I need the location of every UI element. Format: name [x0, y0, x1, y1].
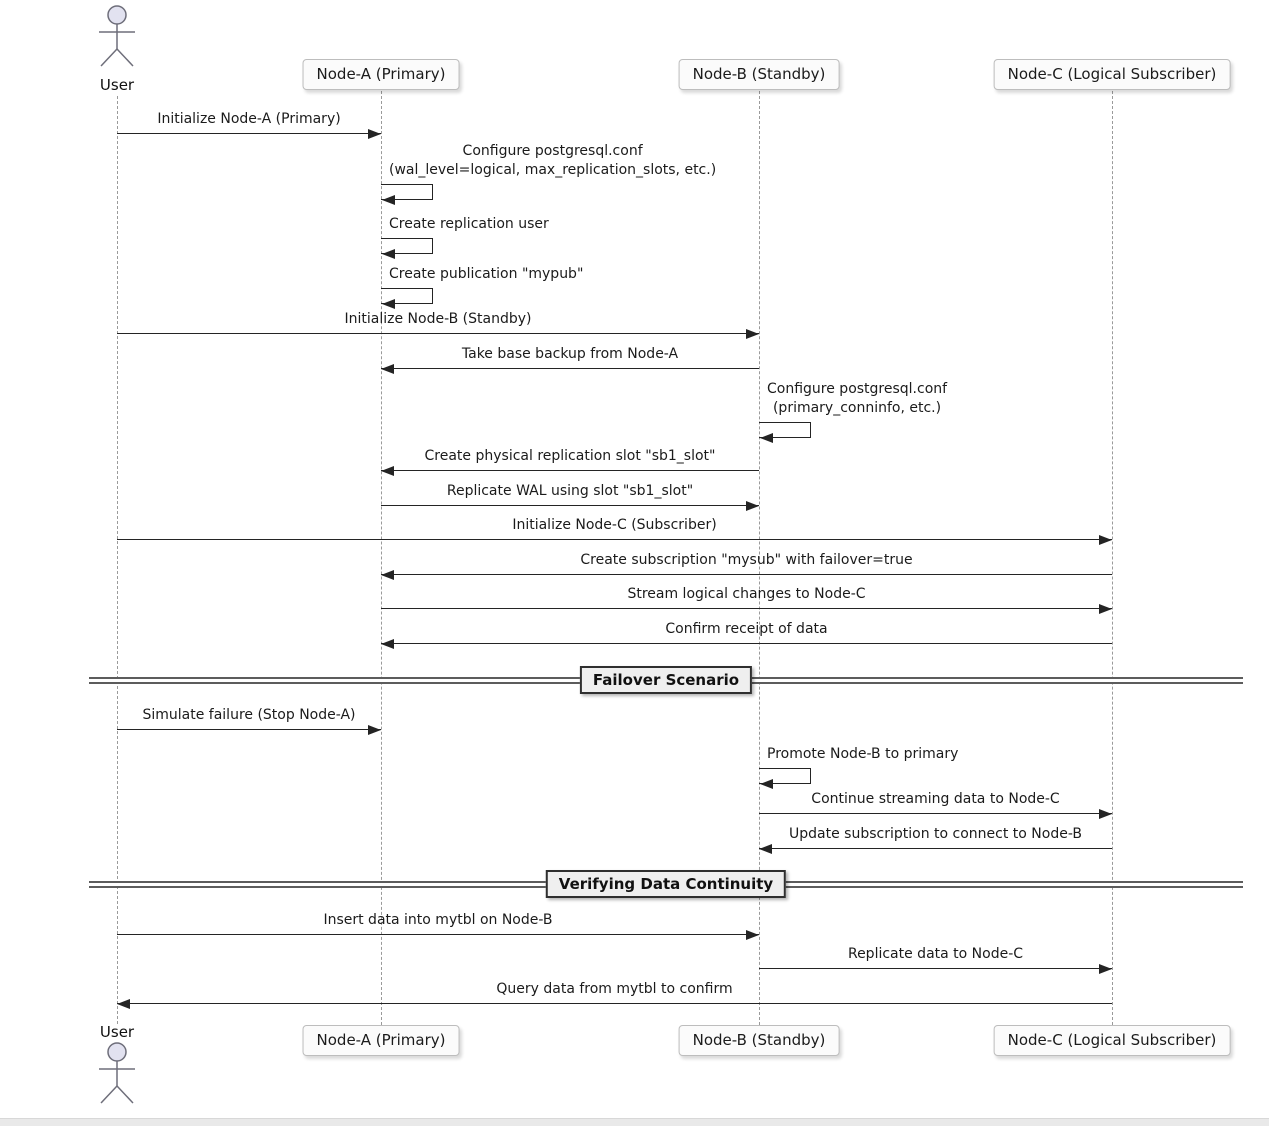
message-label: Replicate data to Node-C	[847, 946, 1024, 962]
lifeline-node-a	[381, 91, 382, 1025]
message-line	[117, 333, 759, 334]
participant-node-c-bottom: Node-C (Logical Subscriber)	[993, 1025, 1231, 1056]
self-message-line	[759, 437, 811, 438]
message-arrowhead	[1099, 604, 1112, 614]
message-arrowhead	[117, 999, 130, 1009]
message-arrowhead	[746, 501, 759, 511]
participant-node-b-top: Node-B (Standby)	[678, 59, 840, 90]
self-message-line	[432, 184, 433, 199]
message-line	[381, 608, 1112, 609]
message-arrowhead	[746, 329, 759, 339]
message-line	[759, 968, 1112, 969]
message-label: Confirm receipt of data	[665, 621, 828, 637]
self-message-label: Promote Node-B to primary	[767, 745, 958, 764]
self-message-arrowhead	[760, 433, 773, 443]
self-message-line	[381, 238, 433, 239]
message-arrowhead	[1099, 964, 1112, 974]
self-message-line	[381, 288, 433, 289]
message-label: Take base backup from Node-A	[461, 346, 679, 362]
self-message-label: Configure postgresql.conf (wal_level=logi…	[389, 142, 716, 180]
message-label: Stream logical changes to Node-C	[627, 586, 866, 602]
self-message-line	[759, 783, 811, 784]
self-message-arrowhead	[382, 249, 395, 259]
participant-node-a-bottom: Node-A (Primary)	[302, 1025, 460, 1056]
message-arrowhead	[381, 364, 394, 374]
user-actor-icon	[95, 1042, 139, 1110]
message-line	[117, 729, 381, 730]
self-message-label-line: Configure postgresql.conf	[767, 381, 948, 397]
message-arrowhead	[1099, 535, 1112, 545]
self-message-line	[810, 768, 811, 783]
message-label: Insert data into mytbl on Node-B	[323, 912, 553, 928]
lifeline-user	[117, 96, 118, 1024]
self-message-line	[381, 253, 433, 254]
message-label: Simulate failure (Stop Node-A)	[142, 707, 356, 723]
message-label: Initialize Node-C (Subscriber)	[512, 517, 717, 533]
self-message-label-line: Promote Node-B to primary	[767, 746, 959, 762]
message-line	[381, 643, 1112, 644]
lifeline-node-c	[1112, 91, 1113, 1025]
message-arrowhead	[381, 570, 394, 580]
message-label: Query data from mytbl to confirm	[496, 981, 733, 997]
message-line	[117, 133, 381, 134]
message-label: Create physical replication slot "sb1_sl…	[424, 448, 716, 464]
message-line	[117, 1003, 1112, 1004]
message-line	[117, 539, 1112, 540]
message-line	[759, 848, 1112, 849]
self-message-line	[759, 422, 811, 423]
actor-label-user-top: User	[99, 76, 135, 94]
self-message-line	[432, 288, 433, 303]
self-message-arrowhead	[760, 779, 773, 789]
lifeline-node-b	[759, 91, 760, 1025]
self-message-label: Create publication "mypub"	[389, 265, 583, 284]
message-line	[381, 505, 759, 506]
self-message-line	[381, 303, 433, 304]
divider-label: Verifying Data Continuity	[545, 870, 787, 898]
divider-label: Failover Scenario	[579, 666, 753, 694]
window-bottom-edge	[0, 1118, 1269, 1126]
message-label: Create subscription "mysub" with failove…	[580, 552, 913, 568]
message-label: Update subscription to connect to Node-B	[789, 826, 1082, 842]
message-label: Initialize Node-B (Standby)	[344, 311, 532, 327]
participant-node-a-top: Node-A (Primary)	[302, 59, 460, 90]
message-line	[759, 813, 1112, 814]
self-message-line	[381, 199, 433, 200]
message-arrowhead	[381, 466, 394, 476]
self-message-label-line: Configure postgresql.conf	[462, 143, 643, 159]
message-label: Replicate WAL using slot "sb1_slot"	[446, 483, 694, 499]
message-label: Continue streaming data to Node-C	[811, 791, 1060, 807]
self-message-line	[432, 238, 433, 253]
self-message-label: Create replication user	[389, 215, 549, 234]
message-line	[117, 934, 759, 935]
message-arrowhead	[368, 129, 381, 139]
self-message-line	[381, 184, 433, 185]
self-message-line	[759, 768, 811, 769]
message-line	[381, 470, 759, 471]
participant-node-c-top: Node-C (Logical Subscriber)	[993, 59, 1231, 90]
message-arrowhead	[368, 725, 381, 735]
self-message-label-line: (wal_level=logical, max_replication_slot…	[389, 162, 717, 178]
message-arrowhead	[746, 930, 759, 940]
self-message-label-line: (primary_conninfo, etc.)	[772, 400, 942, 416]
message-line	[381, 574, 1112, 575]
self-message-label-line: Create replication user	[389, 216, 549, 232]
message-arrowhead	[759, 844, 772, 854]
self-message-arrowhead	[382, 195, 395, 205]
actor-label-user-bottom: User	[99, 1023, 135, 1041]
self-message-arrowhead	[382, 299, 395, 309]
message-arrowhead	[381, 639, 394, 649]
message-label: Initialize Node-A (Primary)	[157, 111, 341, 127]
self-message-label: Configure postgresql.conf (primary_connin…	[767, 380, 947, 418]
self-message-line	[810, 422, 811, 437]
message-arrowhead	[1099, 809, 1112, 819]
participant-node-b-bottom: Node-B (Standby)	[678, 1025, 840, 1056]
message-line	[381, 368, 759, 369]
self-message-label-line: Create publication "mypub"	[389, 266, 584, 282]
user-actor-icon	[95, 5, 139, 73]
